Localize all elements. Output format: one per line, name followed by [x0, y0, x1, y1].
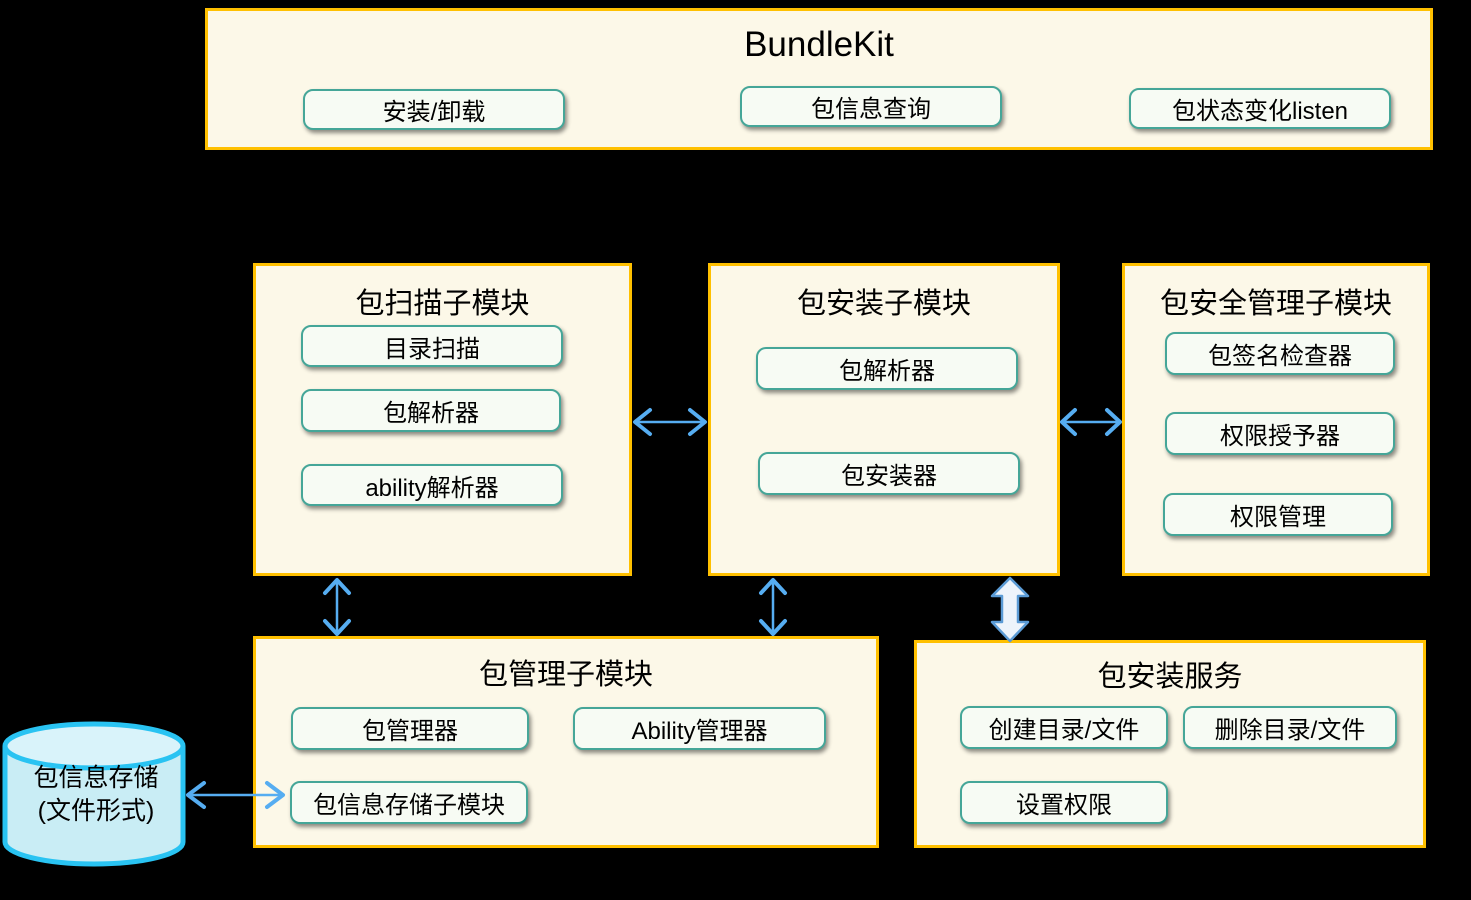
module-package-manager: 包管理子模块 包管理器 Ability管理器 包信息存储子模块: [253, 636, 879, 848]
arrow-scan-install: [633, 408, 707, 436]
button-package-parser-install: 包解析器: [756, 347, 1018, 390]
button-package-parser-scan: 包解析器: [301, 389, 561, 432]
bundlekit-container: BundleKit 安装/卸载 包信息查询 包状态变化listen: [205, 8, 1433, 150]
button-directory-scan: 目录扫描: [301, 325, 563, 367]
storage-label-line2: (文件形式): [37, 797, 155, 825]
arrow-scan-manager: [323, 578, 351, 636]
module-package-install-title: 包安装子模块: [796, 288, 971, 320]
storage-label-line1: 包信息存储: [33, 764, 159, 792]
button-install-uninstall: 安装/卸载: [303, 89, 565, 130]
button-package-installer: 包安装器: [758, 452, 1020, 495]
button-ability-manager: Ability管理器: [573, 707, 826, 750]
button-package-info-query: 包信息查询: [740, 86, 1002, 127]
module-package-security-title: 包安全管理子模块: [1159, 288, 1392, 320]
arrow-install-security: [1060, 408, 1122, 436]
module-package-manager-title: 包管理子模块: [478, 659, 653, 691]
button-signature-checker: 包签名检查器: [1165, 332, 1395, 375]
button-package-state-listen: 包状态变化listen: [1129, 88, 1391, 129]
button-create-dir-file: 创建目录/文件: [960, 706, 1168, 749]
module-package-install: 包安装子模块 包解析器 包安装器: [708, 263, 1060, 576]
arrow-install-manager: [759, 578, 787, 636]
arrow-install-service-block: [990, 576, 1030, 643]
module-package-security: 包安全管理子模块 包签名检查器 权限授予器 权限管理: [1122, 263, 1430, 576]
module-package-install-service: 包安装服务 创建目录/文件 删除目录/文件 设置权限: [914, 640, 1426, 848]
button-delete-dir-file: 删除目录/文件: [1183, 706, 1397, 749]
button-package-info-storage-submodule: 包信息存储子模块: [290, 781, 528, 824]
module-package-scan-title: 包扫描子模块: [355, 288, 530, 320]
button-permission-granter: 权限授予器: [1165, 412, 1395, 455]
button-permission-manager: 权限管理: [1163, 493, 1393, 536]
module-package-scan: 包扫描子模块 目录扫描 包解析器 ability解析器: [253, 263, 632, 576]
button-ability-parser: ability解析器: [301, 464, 563, 506]
button-package-manager: 包管理器: [291, 707, 529, 750]
storage-label: 包信息存储 (文件形式): [8, 762, 184, 828]
module-package-install-service-title: 包安装服务: [1097, 661, 1243, 693]
button-set-permission: 设置权限: [960, 781, 1168, 824]
bundlekit-title: BundleKit: [744, 25, 894, 64]
